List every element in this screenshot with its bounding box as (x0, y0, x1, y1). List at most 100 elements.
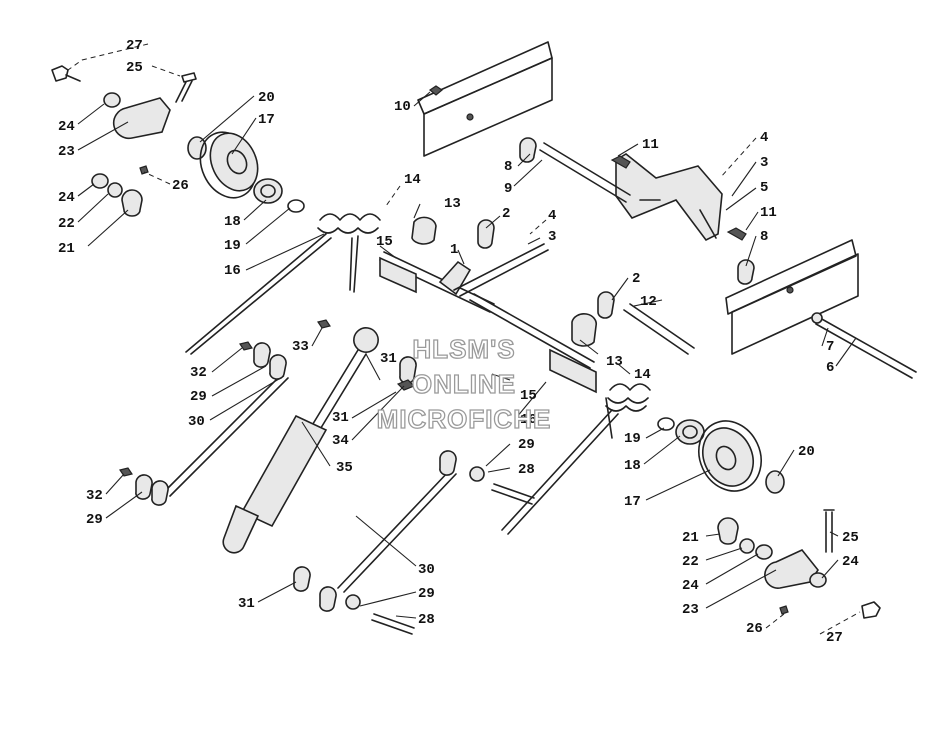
leader-lines (67, 43, 861, 635)
right-bushing-21 (717, 517, 739, 545)
left-bushing-21 (121, 189, 143, 217)
callout-20: 20 (258, 90, 275, 106)
left-washer-22 (107, 182, 123, 198)
right-spacer-20 (765, 470, 785, 494)
callout-22: 22 (58, 216, 75, 232)
left-spring-16 (185, 213, 381, 355)
main-shaft-1 (379, 243, 595, 369)
callout-13: 13 (606, 354, 623, 370)
callout-18: 18 (624, 458, 641, 474)
callout-15: 15 (520, 388, 537, 404)
callout-12: 12 (640, 294, 657, 310)
right-bolt-25 (823, 509, 835, 553)
callout-21: 21 (58, 241, 75, 257)
callout-25: 25 (842, 530, 859, 546)
callout-1: 1 (450, 242, 458, 258)
sleeve-15a (379, 256, 417, 294)
callout-21: 21 (682, 530, 699, 546)
callout-34: 34 (332, 433, 349, 449)
callout-3: 3 (548, 229, 556, 245)
callout-24: 24 (682, 578, 699, 594)
left-spacer-20 (187, 136, 207, 160)
bushing-2b (597, 291, 615, 319)
bolt-11b (726, 227, 747, 241)
callout-31: 31 (238, 596, 255, 612)
callout-9: 9 (504, 181, 512, 197)
callout-29: 29 (418, 586, 435, 602)
callout-30: 30 (418, 562, 435, 578)
callout-17: 17 (258, 112, 275, 128)
callout-18: 18 (224, 214, 241, 230)
callout-28: 28 (518, 462, 535, 478)
watermark-line-3: MICROFICHE (377, 404, 552, 434)
callout-33: 33 (292, 339, 309, 355)
right-bearing-18 (675, 419, 705, 445)
rear-arm-30b (293, 450, 535, 635)
callout-3: 3 (760, 155, 768, 171)
callout-17: 17 (624, 494, 641, 510)
rod-9 (539, 142, 631, 203)
bushing-13a (411, 216, 437, 245)
rail-bolt-10 (428, 85, 444, 96)
bolt-6 (815, 317, 917, 379)
right-washer-22 (739, 538, 755, 554)
callout-2: 2 (632, 271, 640, 287)
left-arm-23 (112, 97, 171, 140)
callout-22: 22 (682, 554, 699, 570)
callout-29: 29 (518, 437, 535, 453)
bolt-11a (610, 155, 631, 169)
left-washer-24 (103, 92, 121, 108)
callout-5: 5 (760, 180, 768, 196)
bushing-13b (571, 313, 598, 347)
nut-33 (317, 319, 331, 329)
right-arm-23 (764, 549, 819, 589)
watermark: HLSM'S ONLINE MICROFICHE (376, 333, 552, 434)
callout-23: 23 (682, 602, 699, 618)
rear-arm-30a (119, 341, 289, 506)
callout-24: 24 (58, 119, 75, 135)
callout-23: 23 (58, 144, 75, 160)
bushing-31b (399, 356, 417, 384)
right-rail-6 (725, 239, 859, 355)
right-washer-24b (809, 572, 827, 588)
callout-27: 27 (126, 38, 143, 54)
callout-26: 26 (172, 178, 189, 194)
watermark-line-2: ONLINE (412, 369, 516, 399)
callout-24: 24 (842, 554, 859, 570)
bushing-2a (477, 219, 495, 249)
left-screw-26 (139, 165, 149, 175)
callout-24: 24 (58, 190, 75, 206)
callout-28: 28 (418, 612, 435, 628)
right-bolt-27 (861, 601, 881, 619)
left-wheel-17 (199, 131, 259, 199)
callout-13: 13 (444, 196, 461, 212)
callout-2: 2 (502, 206, 510, 222)
right-ring-19 (657, 417, 675, 431)
callout-16: 16 (224, 263, 241, 279)
right-wheel-17 (698, 420, 762, 492)
callout-8: 8 (760, 229, 768, 245)
right-washer-24a (755, 544, 773, 560)
callout-8: 8 (504, 159, 512, 175)
callout-20: 20 (798, 444, 815, 460)
callout-15: 15 (376, 234, 393, 250)
callout-32: 32 (86, 488, 103, 504)
washer-7 (811, 312, 823, 324)
callout-27: 27 (826, 630, 843, 646)
callout-25: 25 (126, 60, 143, 76)
pin-12 (623, 303, 695, 355)
top-rail-10 (417, 41, 553, 157)
left-washer-24b (91, 173, 109, 189)
left-bolt-25 (175, 72, 197, 103)
bracket-5 (615, 153, 723, 242)
callout-7: 7 (826, 339, 834, 355)
callout-30: 30 (188, 414, 205, 430)
sleeve-15b (549, 348, 597, 394)
callout-labels: 27 25 20 17 24 23 24 22 21 26 18 19 16 1… (58, 38, 859, 646)
bushing-8b (737, 259, 755, 285)
callout-31: 31 (332, 410, 349, 426)
right-screw-26 (779, 605, 789, 615)
callout-4: 4 (760, 130, 768, 146)
callout-29: 29 (86, 512, 103, 528)
